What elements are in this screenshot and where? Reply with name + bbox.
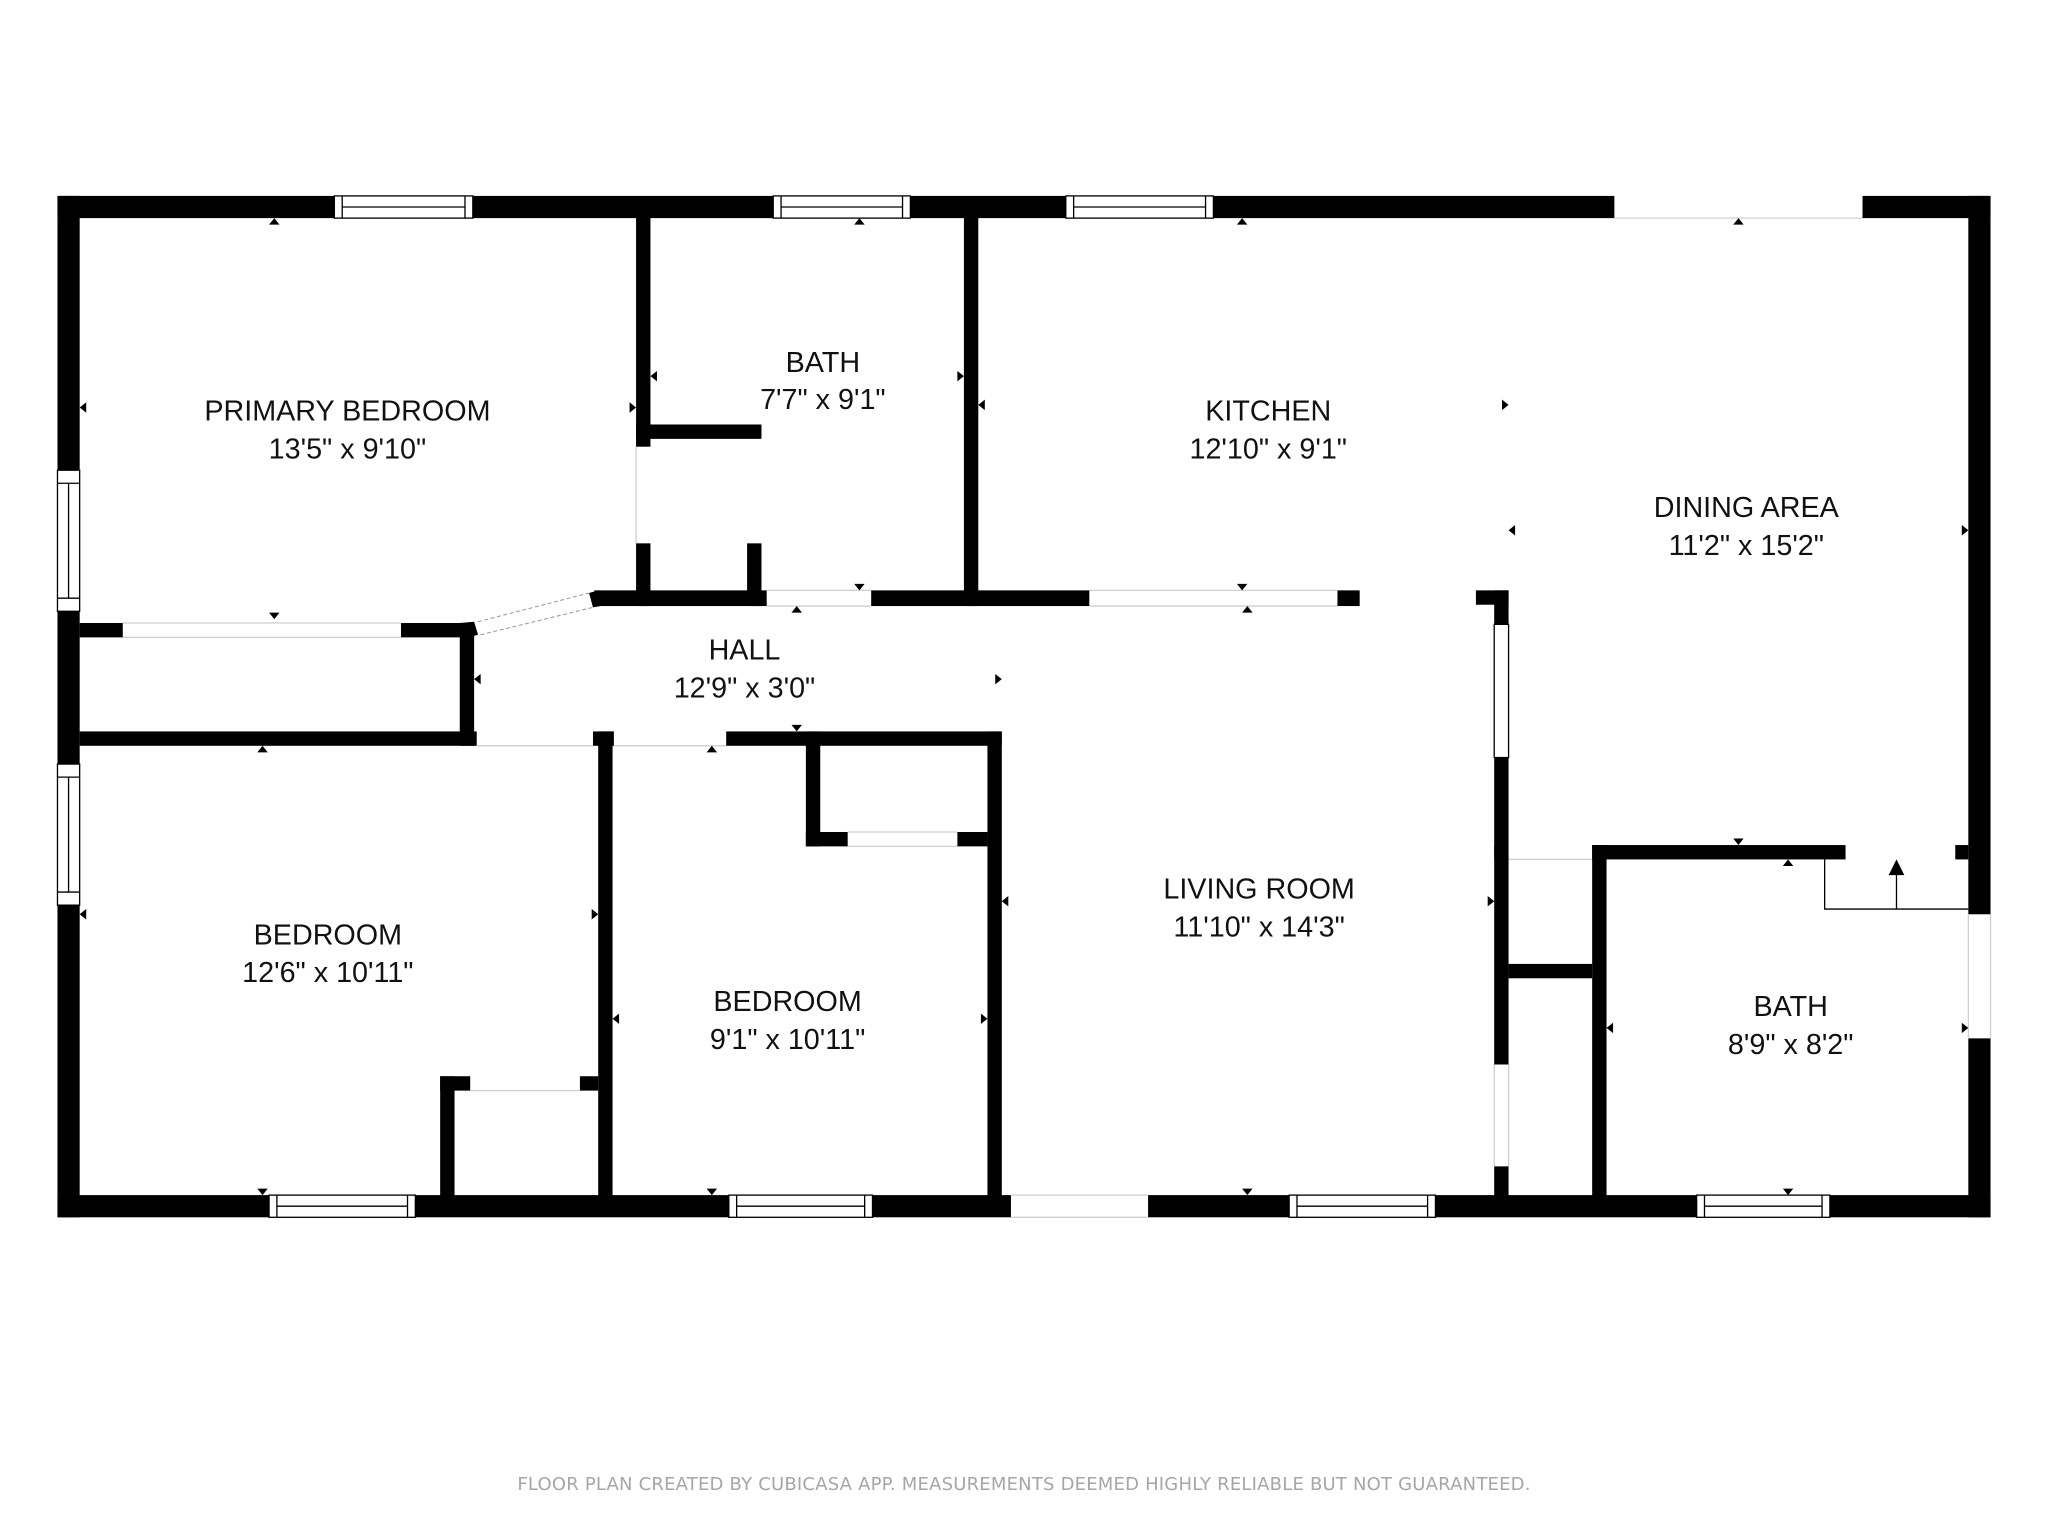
room-dimensions: 12'6" x 10'11"	[242, 957, 413, 989]
room-bedroom-1: BEDROOM 12'6" x 10'11"	[242, 919, 413, 989]
room-dimensions: 7'7" x 9'1"	[760, 384, 886, 416]
room-dining-area: DINING AREA 11'2" x 15'2"	[1654, 492, 1840, 562]
room-kitchen: KITCHEN 12'10" x 9'1"	[1189, 396, 1347, 466]
windows	[56, 195, 1831, 1218]
room-name: BATH	[786, 347, 860, 379]
window-primary-bedroom-left	[56, 469, 81, 612]
window-bath-top	[772, 195, 912, 219]
window-bedroom-1-bottom	[268, 1194, 416, 1218]
window-bedroom-2-bottom	[728, 1194, 874, 1218]
room-name: DINING AREA	[1654, 492, 1840, 524]
openings	[122, 217, 1992, 1218]
room-bath-2: BATH 8'9" x 8'2"	[1728, 991, 1854, 1061]
room-dimensions: 9'1" x 10'11"	[710, 1024, 865, 1056]
window-primary-bedroom-top	[333, 195, 474, 219]
room-hall: HALL 12'9" x 3'0"	[674, 635, 816, 705]
room-primary-bedroom: PRIMARY BEDROOM 13'5" x 9'10"	[204, 396, 490, 466]
outer-walls	[57, 195, 1991, 1218]
window-kitchen-top	[1065, 195, 1215, 219]
room-name: BEDROOM	[713, 986, 861, 1018]
dimension-markers	[79, 218, 1969, 1196]
room-dimensions: 12'10" x 9'1"	[1189, 433, 1347, 465]
window-living-room-side	[1493, 623, 1510, 759]
room-name: BATH	[1753, 991, 1827, 1023]
window-bedroom-left	[56, 763, 81, 906]
stairs-icon	[1823, 859, 1969, 910]
room-dimensions: 12'9" x 3'0"	[674, 672, 816, 704]
room-dimensions: 13'5" x 9'10"	[269, 433, 427, 465]
window-bath-2-bottom	[1696, 1194, 1831, 1218]
interior-walls	[79, 208, 1969, 1200]
disclaimer-footer: FLOOR PLAN CREATED BY CUBICASA APP. MEAS…	[517, 1474, 1531, 1495]
room-dimensions: 11'10" x 14'3"	[1173, 911, 1344, 943]
room-name: KITCHEN	[1205, 396, 1331, 428]
room-name: LIVING ROOM	[1163, 874, 1354, 906]
room-bath-1: BATH 7'7" x 9'1"	[760, 347, 886, 416]
room-name: PRIMARY BEDROOM	[204, 396, 490, 428]
room-name: BEDROOM	[254, 919, 402, 951]
window-living-room-bottom	[1288, 1194, 1437, 1218]
room-dimensions: 11'2" x 15'2"	[1669, 530, 1824, 562]
room-living-room: LIVING ROOM 11'10" x 14'3"	[1163, 874, 1354, 944]
room-bedroom-2: BEDROOM 9'1" x 10'11"	[710, 986, 865, 1056]
room-dimensions: 8'9" x 8'2"	[1728, 1029, 1854, 1061]
room-name: HALL	[709, 635, 781, 667]
